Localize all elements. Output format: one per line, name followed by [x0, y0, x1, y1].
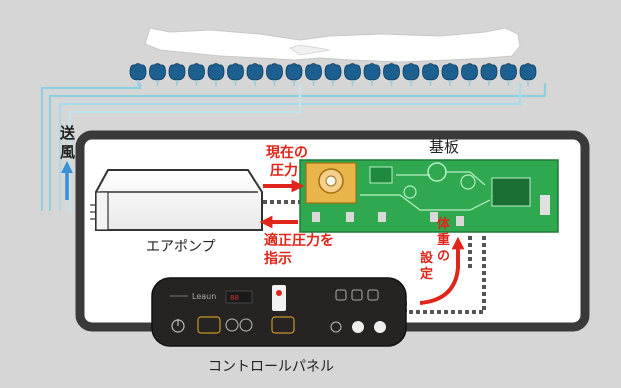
air-cell-icon: [402, 63, 420, 86]
body-weight-label-5: 定: [419, 266, 433, 282]
optimal-pressure-label-2: 指示: [264, 250, 292, 267]
panel-brand: Leaun: [192, 292, 216, 301]
air-pump-label: エアポンプ: [146, 239, 216, 255]
air-cell-icon: [363, 63, 381, 86]
svg-text:88: 88: [230, 294, 239, 302]
body-weight-label-2: 重: [437, 232, 450, 248]
air-cell-icon: [324, 63, 342, 86]
air-cell-icon: [168, 63, 186, 86]
air-cell-icon: [246, 63, 264, 86]
person-silhouette-icon: [144, 27, 521, 63]
air-cell-icon: [519, 63, 537, 86]
air-cell-icon: [149, 63, 166, 86]
control-panel-label: コントロールパネル: [208, 359, 334, 375]
circuit-board: [299, 159, 559, 233]
air-cell-icon: [461, 63, 478, 86]
air-cell-icon: [207, 63, 225, 86]
body-weight-label-3: の: [437, 249, 450, 264]
air-cell-icon: [383, 63, 400, 86]
body-weight-label-4: 設: [420, 250, 434, 266]
air-cell-icon: [441, 63, 459, 86]
air-cell-icon: [129, 63, 147, 86]
air-cells-row: [129, 63, 537, 86]
air-pump: [90, 169, 263, 231]
airflow-label-2: 風: [60, 143, 75, 161]
air-cell-icon: [305, 63, 322, 86]
red-arrows: [259, 179, 465, 305]
current-pressure-label-1: 現在の: [266, 144, 308, 161]
air-cell-icon: [285, 63, 303, 86]
air-cell-icon: [500, 63, 517, 86]
air-cell-icon: [266, 63, 283, 86]
air-cell-icon: [480, 63, 498, 86]
board-label: 基板: [429, 138, 459, 156]
air-cell-icon: [422, 63, 439, 86]
airflow-label-1: 送: [59, 124, 76, 142]
body-weight-label-1: 体: [437, 216, 451, 232]
current-pressure-label-2: 圧力: [270, 162, 298, 179]
air-cell-icon: [227, 63, 244, 86]
air-cell-icon: [344, 63, 361, 86]
control-panel-icon: Leaun 88: [151, 277, 407, 347]
optimal-pressure-label-1: 適正圧力を: [264, 232, 334, 249]
air-cell-icon: [188, 63, 205, 86]
